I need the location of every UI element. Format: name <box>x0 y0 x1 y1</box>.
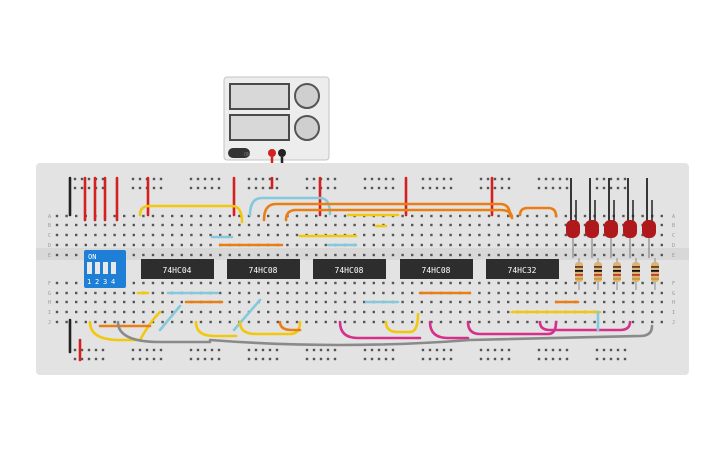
jumper-wire[interactable] <box>138 204 244 224</box>
row-label: A <box>48 214 51 220</box>
jumper-wire[interactable] <box>116 320 212 344</box>
resistor-band <box>632 270 640 272</box>
wires[interactable] <box>68 176 654 362</box>
resistor-band <box>613 270 621 272</box>
chip-2-label: 74HC08 <box>249 266 278 275</box>
resistor-band <box>575 266 583 268</box>
row-label: B <box>672 223 675 229</box>
chip-2[interactable]: 74HC08 <box>227 259 300 279</box>
resistor-band <box>651 278 659 280</box>
power-switch-label: ON <box>244 152 250 158</box>
jumper-wire[interactable] <box>384 312 420 334</box>
resistor-band <box>594 274 602 276</box>
chip-5[interactable]: 74HC32 <box>486 259 559 279</box>
dip-toggle-3[interactable] <box>103 262 108 274</box>
jumper-wire[interactable] <box>466 320 558 336</box>
dip-number-1: 1 <box>87 278 91 286</box>
jumper-wire[interactable] <box>238 320 302 336</box>
jumper-wire[interactable] <box>194 320 238 338</box>
row-label: E <box>48 253 51 259</box>
positive-terminal[interactable] <box>268 149 276 157</box>
power-supply[interactable]: ON <box>223 76 330 188</box>
resistor-band <box>575 278 583 280</box>
led[interactable] <box>566 220 580 238</box>
resistor-band <box>594 270 602 272</box>
dip-switch[interactable]: ON 1 2 3 4 <box>84 250 126 288</box>
jumper-wire[interactable] <box>338 320 422 340</box>
row-label: B <box>48 223 51 229</box>
row-label: F <box>672 281 675 287</box>
jumper-wire[interactable] <box>262 202 512 222</box>
dip-number-4: 4 <box>111 278 115 286</box>
resistor-band <box>613 274 621 276</box>
row-label: E <box>672 253 675 259</box>
dip-toggle-4[interactable] <box>111 262 116 274</box>
resistor-band <box>632 274 640 276</box>
chip-4[interactable]: 74HC08 <box>400 259 473 279</box>
jumper-wire[interactable] <box>158 304 182 332</box>
led[interactable] <box>604 220 618 238</box>
chip-4-label: 74HC08 <box>422 266 451 275</box>
chip-3[interactable]: 74HC08 <box>313 259 386 279</box>
resistor-band <box>632 278 640 280</box>
power-switch[interactable] <box>228 148 250 158</box>
resistor-band <box>651 266 659 268</box>
jumper-wire[interactable] <box>88 310 162 342</box>
jumper-wire[interactable] <box>284 208 514 222</box>
jumper-wire[interactable] <box>428 320 470 340</box>
jumper-wire[interactable] <box>538 320 632 332</box>
jumper-wire[interactable] <box>248 196 332 217</box>
row-label: H <box>48 300 51 306</box>
resistor-band <box>613 266 621 268</box>
resistor-array[interactable] <box>575 258 659 290</box>
chip-3-label: 74HC08 <box>335 266 364 275</box>
resistor-band <box>651 274 659 276</box>
chip-1[interactable]: 74HC04 <box>141 259 214 279</box>
resistor-band <box>594 278 602 280</box>
row-label: C <box>48 233 51 239</box>
resistor-band <box>632 266 640 268</box>
jumper-wire[interactable] <box>278 320 302 332</box>
row-label: F <box>48 281 51 287</box>
led[interactable] <box>642 220 656 238</box>
dip-number-3: 3 <box>103 278 107 286</box>
led-array[interactable] <box>566 178 656 258</box>
resistor-band <box>575 274 583 276</box>
row-label: C <box>672 233 675 239</box>
chip-1-label: 74HC04 <box>163 266 192 275</box>
row-label: G <box>672 291 675 297</box>
row-label: J <box>672 320 675 326</box>
row-label: I <box>672 310 675 316</box>
resistor-band <box>613 278 621 280</box>
led[interactable] <box>623 220 637 238</box>
resistor-band <box>651 270 659 272</box>
dip-toggle-1[interactable] <box>87 262 92 274</box>
row-label: H <box>672 300 675 306</box>
negative-terminal[interactable] <box>278 149 286 157</box>
row-label: D <box>672 243 675 249</box>
row-label: D <box>48 243 51 249</box>
dip-on-label: ON <box>88 253 96 261</box>
dip-toggle-2[interactable] <box>95 262 100 274</box>
jumper-wire[interactable] <box>208 324 654 347</box>
jumper-wire[interactable] <box>518 206 558 218</box>
chip-5-label: 74HC32 <box>508 266 537 275</box>
resistor-band <box>575 270 583 272</box>
row-label: G <box>48 291 51 297</box>
row-label: I <box>48 310 51 316</box>
led[interactable] <box>585 220 599 238</box>
row-label: A <box>672 214 675 220</box>
row-label: J <box>48 320 51 326</box>
dip-number-2: 2 <box>95 278 99 286</box>
resistor-band <box>594 266 602 268</box>
jumper-wire[interactable] <box>232 298 262 332</box>
